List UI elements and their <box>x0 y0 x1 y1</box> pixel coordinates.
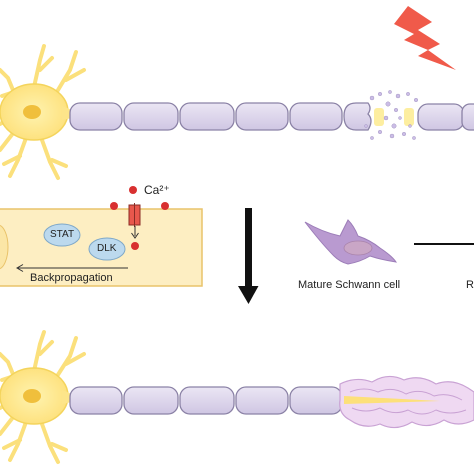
injury-site <box>364 90 419 140</box>
myelin-segment-broken <box>343 102 372 131</box>
top-myelin-sheath <box>69 102 474 131</box>
myelin-segment <box>123 386 179 415</box>
mature-schwann-cell-label: Mature Schwann cell <box>298 279 401 291</box>
top-neuron-nucleus <box>23 105 41 119</box>
top-neuron <box>0 44 86 180</box>
schwann-cell-nucleus <box>343 240 373 256</box>
bottom-neuron-dendrites <box>0 330 86 464</box>
backpropagation-label: Backpropagation <box>30 272 113 284</box>
axon-stump-yellow <box>374 108 384 126</box>
stat-protein <box>43 223 81 247</box>
cut-off-label: R <box>466 279 474 291</box>
axon-segment-panel <box>0 186 203 287</box>
myelin-segment-distal <box>461 103 474 131</box>
axon-stump-yellow <box>404 108 414 126</box>
myelin-segment <box>123 102 179 131</box>
calcium-ion <box>129 186 137 194</box>
myelin-segment-distal <box>417 103 465 131</box>
myelin-segment <box>235 386 289 415</box>
bottom-neuron <box>0 330 86 464</box>
dlk-protein <box>88 237 126 261</box>
myelin-segment <box>235 102 289 131</box>
lightning-bolt-icon <box>394 6 456 70</box>
mature-schwann-cell <box>304 219 398 265</box>
myelin-segment <box>69 102 123 131</box>
myelin-segment <box>179 102 235 131</box>
dlk-label: DLK <box>97 243 117 254</box>
calcium-label: Ca²⁺ <box>144 183 170 197</box>
calcium-ion <box>161 202 169 210</box>
myelin-segment <box>69 386 123 415</box>
calcium-ion <box>110 202 118 210</box>
down-arrow-icon <box>238 208 259 304</box>
calcium-ion <box>131 242 139 250</box>
myelin-segment <box>289 386 343 415</box>
myelin-segment <box>289 102 343 131</box>
myelin-segment <box>179 386 235 415</box>
bottom-neuron-nucleus <box>23 389 41 403</box>
axon-remnant-yellow <box>344 396 440 404</box>
axon-nucleus-edge <box>0 224 9 270</box>
bottom-myelin-sheath <box>69 386 343 415</box>
degenerating-distal-axon <box>339 375 474 429</box>
stat-label: STAT <box>50 229 75 240</box>
